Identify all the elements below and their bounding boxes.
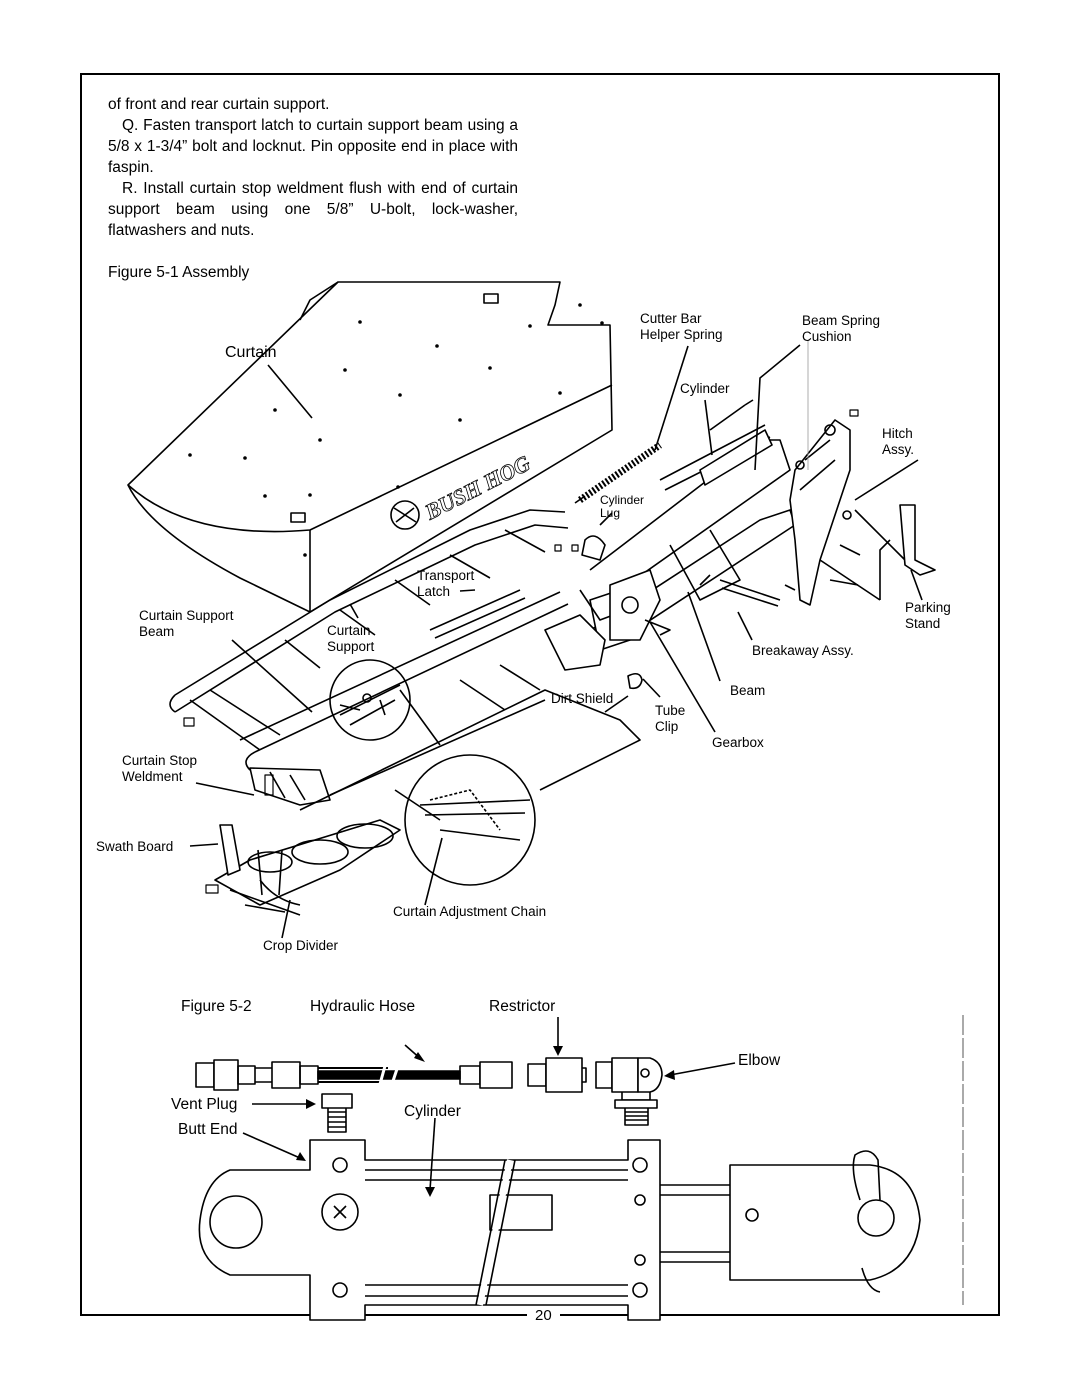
label-curtain-adjustment-chain: Curtain Adjustment Chain [393,904,547,919]
label-transport-latch: Transport Latch [417,568,475,599]
label-cutter-bar-helper-spring: Cutter Bar Helper Spring [640,311,723,342]
paragraph-continuation: of front and rear curtain support. [108,96,330,113]
label-swath-board: Swath Board [96,839,174,854]
label-cylinder-top: Cylinder [680,381,730,396]
label-dirt-shield: Dirt Shield [551,691,614,706]
label-cylinder-lug: Cylinder Lug [600,493,645,520]
figure-5-1-caption: Figure 5-1 Assembly [108,264,250,281]
label-elbow: Elbow [738,1052,781,1069]
label-breakaway-assy: Breakaway Assy. [752,643,854,658]
label-vent-plug: Vent Plug [171,1096,238,1113]
label-crop-divider: Crop Divider [263,938,339,953]
label-tube-clip: Tube Clip [655,703,686,734]
label-hydraulic-hose: Hydraulic Hose [310,998,416,1015]
label-gearbox: Gearbox [712,735,764,750]
label-curtain-support: Curtain Support [327,623,375,654]
label-curtain-support-beam: Curtain Support Beam [139,608,234,639]
page-number: 20 [527,1307,560,1324]
label-parking-stand: Parking Stand [905,600,951,631]
figure-5-2-caption: Figure 5-2 [181,998,252,1015]
label-curtain: Curtain [225,344,277,361]
label-restrictor: Restrictor [489,998,556,1015]
label-beam: Beam [730,683,766,698]
paragraph-q: Q. Fasten transport latch to curtain sup… [108,117,518,176]
label-beam-spring-cushion: Beam Spring Cushion [802,313,881,344]
label-hitch-assy: Hitch Assy. [882,426,915,457]
label-cylinder: Cylinder [404,1103,461,1120]
label-curtain-stop-weldment: Curtain Stop Weldment [122,753,198,784]
label-butt-end: Butt End [178,1121,238,1138]
paragraph-r: R. Install curtain stop weldment flush w… [108,180,518,239]
